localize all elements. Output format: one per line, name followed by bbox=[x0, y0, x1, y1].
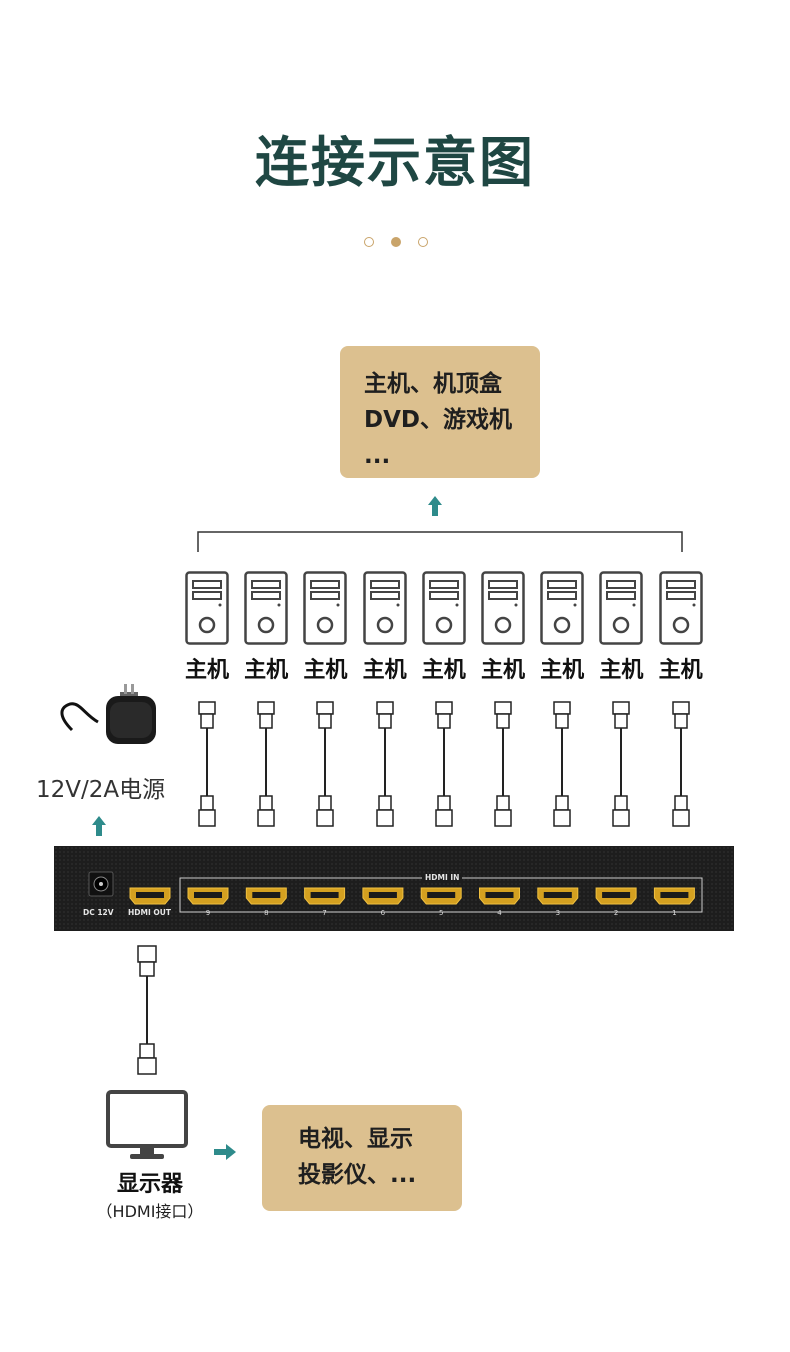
page-title: 连接示意图 bbox=[0, 118, 790, 197]
bracket-connector bbox=[196, 530, 686, 554]
hdmi-in-port-icon bbox=[596, 888, 636, 904]
pc-tower-icon bbox=[244, 571, 288, 645]
port-number: 5 bbox=[439, 909, 443, 917]
host-label: 主机 bbox=[179, 652, 235, 684]
hdmi-cable-icon bbox=[194, 700, 220, 830]
display-line-2: 投影仪、... bbox=[298, 1157, 462, 1193]
pagination-dots bbox=[364, 237, 428, 249]
hdmi-in-port-icon bbox=[654, 888, 694, 904]
hdmi-cable-icon bbox=[549, 700, 575, 830]
source-line-2: DVD、游戏机 bbox=[364, 402, 540, 438]
host-label: 主机 bbox=[534, 652, 590, 684]
host-label: 主机 bbox=[238, 652, 294, 684]
port-number: 4 bbox=[497, 909, 502, 917]
dot-filled bbox=[391, 237, 401, 247]
hdmi-out-port-icon bbox=[130, 888, 170, 904]
source-devices-box: 主机、机顶盒 DVD、游戏机 ... bbox=[340, 346, 540, 478]
hdmi-cable-icon bbox=[312, 700, 338, 830]
power-adapter-icon bbox=[50, 678, 162, 750]
hdmi-in-port-icon bbox=[363, 888, 403, 904]
hdmi-in-label: HDMI IN bbox=[422, 873, 462, 882]
hdmi-cable-icon bbox=[668, 700, 694, 830]
pc-tower-icon bbox=[540, 571, 584, 645]
hdmi-in-port-icon bbox=[305, 888, 345, 904]
pc-tower-icon bbox=[303, 571, 347, 645]
port-number: 8 bbox=[264, 909, 268, 917]
port-number: 2 bbox=[614, 909, 618, 917]
hdmi-in-port-icon bbox=[188, 888, 228, 904]
pc-tower-icon bbox=[185, 571, 229, 645]
host-label: 主机 bbox=[593, 652, 649, 684]
arrow-up-icon bbox=[92, 816, 106, 836]
dot-outline bbox=[364, 237, 374, 247]
arrow-right-icon bbox=[214, 1144, 236, 1160]
pc-tower-icon bbox=[599, 571, 643, 645]
port-number: 7 bbox=[322, 909, 326, 917]
hdmi-in-port-icon bbox=[538, 888, 578, 904]
host-label: 主机 bbox=[416, 652, 472, 684]
hdmi-cable-icon bbox=[431, 700, 457, 830]
port-number: 1 bbox=[672, 909, 676, 917]
pc-tower-icon bbox=[481, 571, 525, 645]
hdmi-in-port-icon bbox=[480, 888, 520, 904]
hdmi-cable-icon bbox=[253, 700, 279, 830]
hdmi-in-port-icon bbox=[421, 888, 461, 904]
arrow-up-icon bbox=[428, 496, 442, 516]
port-number: 3 bbox=[556, 909, 560, 917]
display-line-1: 电视、显示 bbox=[298, 1121, 462, 1157]
hdmi-cable-icon bbox=[130, 944, 164, 1076]
source-line-1: 主机、机顶盒 bbox=[364, 366, 540, 402]
device-panel: 9 8 7 6 5 4 3 2 1 bbox=[54, 846, 734, 931]
dot-outline bbox=[418, 237, 428, 247]
hdmi-cable-icon bbox=[490, 700, 516, 830]
pc-tower-icon bbox=[363, 571, 407, 645]
port-number: 9 bbox=[206, 909, 210, 917]
monitor-label: 显示器 bbox=[100, 1166, 200, 1198]
display-devices-box: 电视、显示 投影仪、... bbox=[262, 1105, 462, 1211]
source-line-3: ... bbox=[364, 438, 540, 474]
hdmi-out-label: HDMI OUT bbox=[128, 908, 171, 917]
hdmi-in-port-icon bbox=[246, 888, 286, 904]
dc-label: DC 12V bbox=[83, 908, 114, 917]
host-label: 主机 bbox=[297, 652, 353, 684]
hdmi-cable-icon bbox=[372, 700, 398, 830]
host-label: 主机 bbox=[357, 652, 413, 684]
port-number: 6 bbox=[381, 909, 386, 917]
monitor-sub-label: （HDMI接口） bbox=[80, 1198, 220, 1222]
pc-tower-icon bbox=[659, 571, 703, 645]
hdmi-cable-icon bbox=[608, 700, 634, 830]
monitor-icon bbox=[106, 1090, 188, 1162]
pc-tower-icon bbox=[422, 571, 466, 645]
power-label: 12V/2A电源 bbox=[36, 770, 165, 804]
host-label: 主机 bbox=[475, 652, 531, 684]
host-label: 主机 bbox=[653, 652, 709, 684]
